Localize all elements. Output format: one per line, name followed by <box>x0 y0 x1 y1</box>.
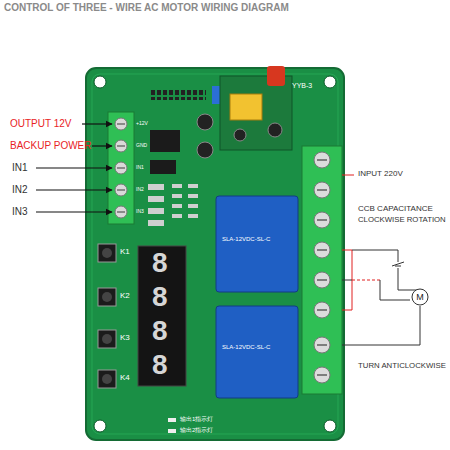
relay-marking: SLA-12VDC-SL-C <box>222 344 270 351</box>
terminal-callout: INPUT 220V <box>358 170 403 179</box>
motor-wiring <box>342 250 420 345</box>
pcb-board <box>86 68 344 440</box>
button-label: K4 <box>120 374 130 383</box>
terminal-callout: TURN ANTICLOCKWISE <box>358 362 446 371</box>
led-display <box>138 246 186 386</box>
ic-chip <box>150 130 180 152</box>
capacitor-wiring <box>342 250 380 310</box>
signal-callout: IN3 <box>12 206 28 217</box>
transformer <box>230 94 262 120</box>
pin-name: IN1 <box>136 165 144 171</box>
terminal-callout: CCB CAPACITANCE <box>358 205 433 214</box>
signal-callout: IN2 <box>12 184 28 195</box>
button-label: K3 <box>120 334 130 343</box>
indicator-label: 输出1指示灯 <box>180 416 213 423</box>
pin-name: +12V <box>136 121 148 127</box>
terminal-callout: BACKUP POWER <box>10 140 92 151</box>
display-digit: 8 <box>152 351 168 379</box>
output-terminal-block <box>302 146 342 394</box>
board-model: YYB-3 <box>292 82 312 90</box>
diagram-title: CONTROL OF THREE - WIRE AC MOTOR WIRING … <box>4 2 289 13</box>
pin-name: IN3 <box>136 209 144 215</box>
relay-marking: SLA-12VDC-SL-C <box>222 236 270 243</box>
pin-header <box>150 90 206 100</box>
display-digit: 8 <box>152 249 168 277</box>
x-capacitor <box>267 66 285 86</box>
terminal-callout: CLOCKWISE ROTATION <box>358 216 446 225</box>
button-label: K1 <box>120 248 130 257</box>
motor-symbol: M <box>411 288 429 306</box>
button-label: K2 <box>120 292 130 301</box>
blue-component <box>212 86 220 104</box>
display-digit: 8 <box>152 283 168 311</box>
terminal-callout: OUTPUT 12V <box>10 118 72 129</box>
leader-arrows <box>36 124 112 212</box>
relay-2 <box>216 306 298 398</box>
power-module <box>220 76 292 150</box>
motor-letter: M <box>416 293 424 302</box>
indicator-label: 输出2指示灯 <box>180 427 213 434</box>
pin-name: GND <box>136 143 147 149</box>
display-digit: 8 <box>152 317 168 345</box>
signal-callout: IN1 <box>12 162 28 173</box>
relay-1 <box>216 196 298 292</box>
pin-name: IN2 <box>136 187 144 193</box>
